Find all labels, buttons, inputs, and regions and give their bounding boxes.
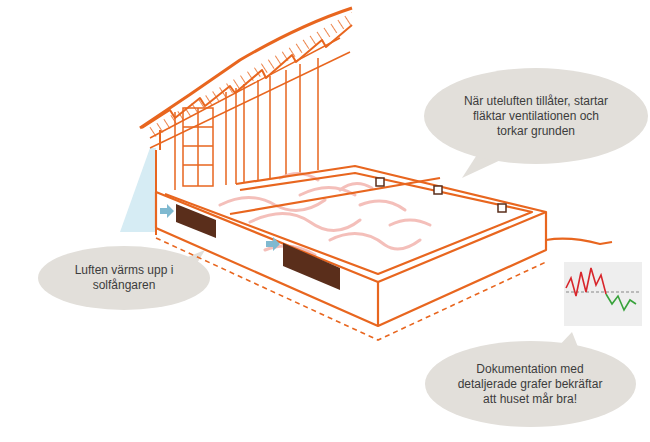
bubble-text: När uteluften tillåter, startar fläktar … (456, 94, 616, 139)
bubble-text: Dokumentation med detaljerade grafer bek… (455, 362, 605, 407)
air-arrow (160, 204, 174, 218)
graph-panel (564, 262, 642, 326)
roof-tiles (145, 12, 352, 140)
roof (140, 8, 352, 235)
speech-bubble: Luften värms upp i solfångaren (38, 246, 210, 310)
solar-collector (176, 204, 216, 238)
bubble-ellipse (425, 341, 636, 427)
bubble-ellipse (38, 246, 210, 310)
bubble-content: När uteluften tillåter, startar fläktar … (456, 94, 616, 139)
bubble-content: Luften värms upp i solfångaren (64, 263, 184, 293)
speech-bubble: När uteluften tillåter, startar fläktar … (424, 68, 648, 164)
air-arrow (266, 237, 280, 251)
bubble-content: Dokumentation med detaljerade grafer bek… (455, 362, 605, 407)
bubble-text: Luften värms upp i solfångaren (64, 263, 184, 293)
speech-bubble: Dokumentation med detaljerade grafer bek… (425, 341, 636, 427)
graph-green-line (606, 294, 636, 310)
foundation-wall (156, 166, 612, 326)
footing-dashed (156, 238, 546, 340)
fan-unit (376, 178, 506, 212)
bubble-ellipse (424, 68, 648, 164)
solar-collector (283, 243, 340, 290)
sun-shade (120, 148, 156, 232)
graph-red-line (566, 268, 606, 296)
roof-tiles (0, 0, 1, 1)
house-wall (175, 58, 318, 190)
